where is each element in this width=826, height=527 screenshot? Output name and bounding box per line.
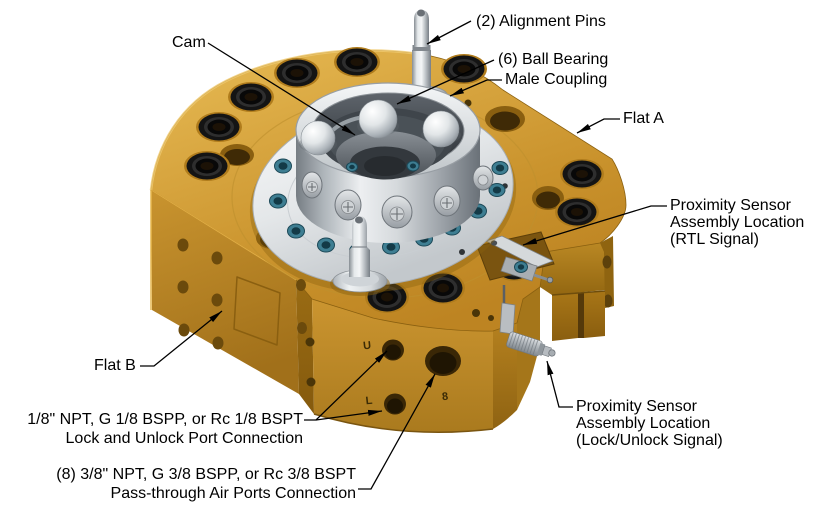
- leader-passthrough: [358, 373, 436, 490]
- ball-bearing: [300, 120, 336, 156]
- ball-bearing: [422, 110, 460, 148]
- coupling-windows: [301, 165, 494, 229]
- front-ports: U L 8: [305, 337, 461, 415]
- label-passthrough-ports: (8) 3/8" NPT, G 3/8 BSPP, or Rc 3/8 BSPT…: [56, 466, 356, 502]
- grommet-ports: [184, 47, 604, 313]
- male-coupling-cylinder: [295, 82, 494, 243]
- ball-bearings: [299, 99, 461, 156]
- corner-facet: [296, 280, 314, 414]
- lock-unlock-sensor: [499, 285, 556, 358]
- grommet: [274, 58, 320, 88]
- grommet: [555, 197, 599, 227]
- grommet: [184, 151, 230, 181]
- label-lock-unlock-ports: 1/8" NPT, G 1/8 BSPP, or Rc 1/8 BSPT Loc…: [27, 411, 303, 447]
- port-lock: [384, 393, 406, 415]
- label-proximity-lock-unlock: Proximity Sensor Assembly Location (Lock…: [576, 398, 723, 449]
- leg-slot: [578, 293, 584, 338]
- front-right-facet: [493, 323, 517, 429]
- leg-right: [584, 291, 605, 338]
- leader-flat-a: [576, 118, 620, 134]
- leader-proximity-rtl: [522, 205, 667, 246]
- ball-bearing: [358, 99, 398, 139]
- port-marking-lock: L: [365, 395, 373, 408]
- right-face: [600, 236, 614, 308]
- label-proximity-rtl: Proximity Sensor Assembly Location (RTL …: [670, 197, 805, 248]
- label-flat-b: Flat B: [94, 357, 136, 374]
- grommet: [334, 47, 380, 77]
- leader-proximity-lock: [546, 360, 573, 408]
- label-ball-bearing: (6) Ball Bearing: [498, 51, 609, 68]
- port-marking-unlock: U: [363, 340, 372, 353]
- port-passthrough-front: [425, 346, 461, 376]
- grommet: [421, 272, 465, 304]
- leader-ball-bearing: [396, 59, 495, 105]
- grommet: [441, 54, 487, 84]
- label-cam: Cam: [172, 34, 206, 51]
- flat-b-face: [151, 190, 299, 394]
- leader-alignment-pins: [426, 20, 472, 45]
- alignment-pin-front: [330, 216, 390, 296]
- right-slab: [540, 243, 606, 295]
- leader-flat-b: [140, 310, 223, 367]
- label-flat-a: Flat A: [623, 110, 664, 127]
- port-unlock: [382, 339, 404, 361]
- grommet: [196, 112, 242, 142]
- leader-lines: [140, 20, 667, 490]
- grommet: [228, 82, 274, 112]
- flat-b-details: [177, 238, 307, 350]
- front-face: [312, 299, 493, 433]
- grommet: [560, 159, 604, 189]
- leader-cam: [207, 42, 356, 136]
- port-marking-passthrough: 8: [441, 391, 448, 404]
- leader-lock-port: [315, 409, 383, 421]
- leg-left: [552, 293, 578, 341]
- body-side-walls: [150, 190, 614, 434]
- label-male-coupling: Male Coupling: [505, 71, 608, 88]
- leader-male-coupling: [449, 79, 502, 97]
- flat-b-recess: [233, 276, 281, 346]
- label-alignment-pins: (2) Alignment Pins: [476, 13, 606, 30]
